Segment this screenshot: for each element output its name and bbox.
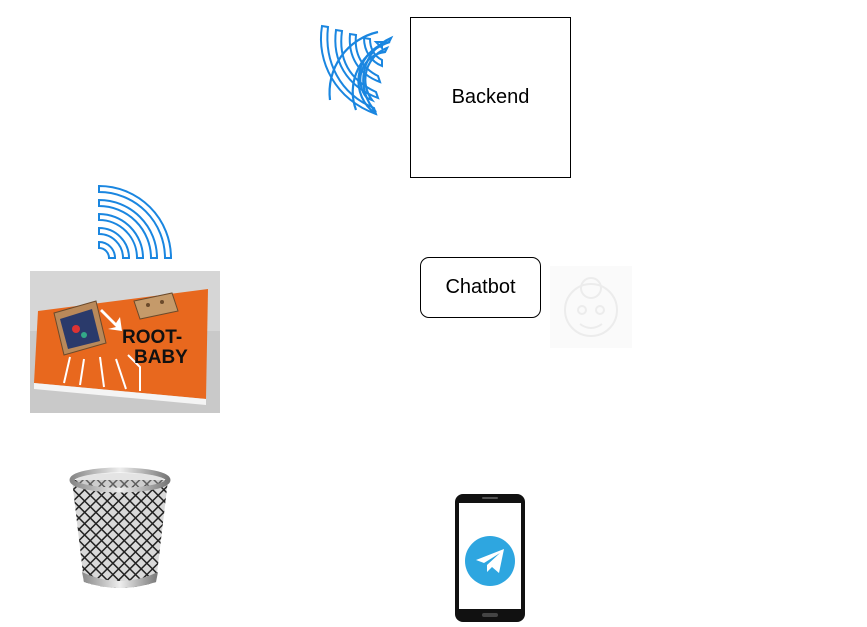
chatbot-face-icon	[550, 266, 632, 353]
smartphone-telegram-icon[interactable]	[454, 493, 526, 627]
photo-text-root: ROOT-	[122, 327, 182, 348]
wifi-signal-top-icon	[316, 22, 396, 122]
wifi-signal-left-icon	[96, 183, 176, 266]
trash-bin-icon[interactable]	[62, 466, 178, 597]
root-baby-photo: ROOT- BABY	[30, 271, 220, 413]
backend-label: Backend	[451, 86, 530, 108]
photo-text-baby: BABY	[134, 347, 188, 368]
backend-node[interactable]: Backend	[410, 17, 571, 178]
chatbot-node[interactable]: Chatbot	[420, 257, 541, 318]
chatbot-label: Chatbot	[445, 276, 516, 298]
